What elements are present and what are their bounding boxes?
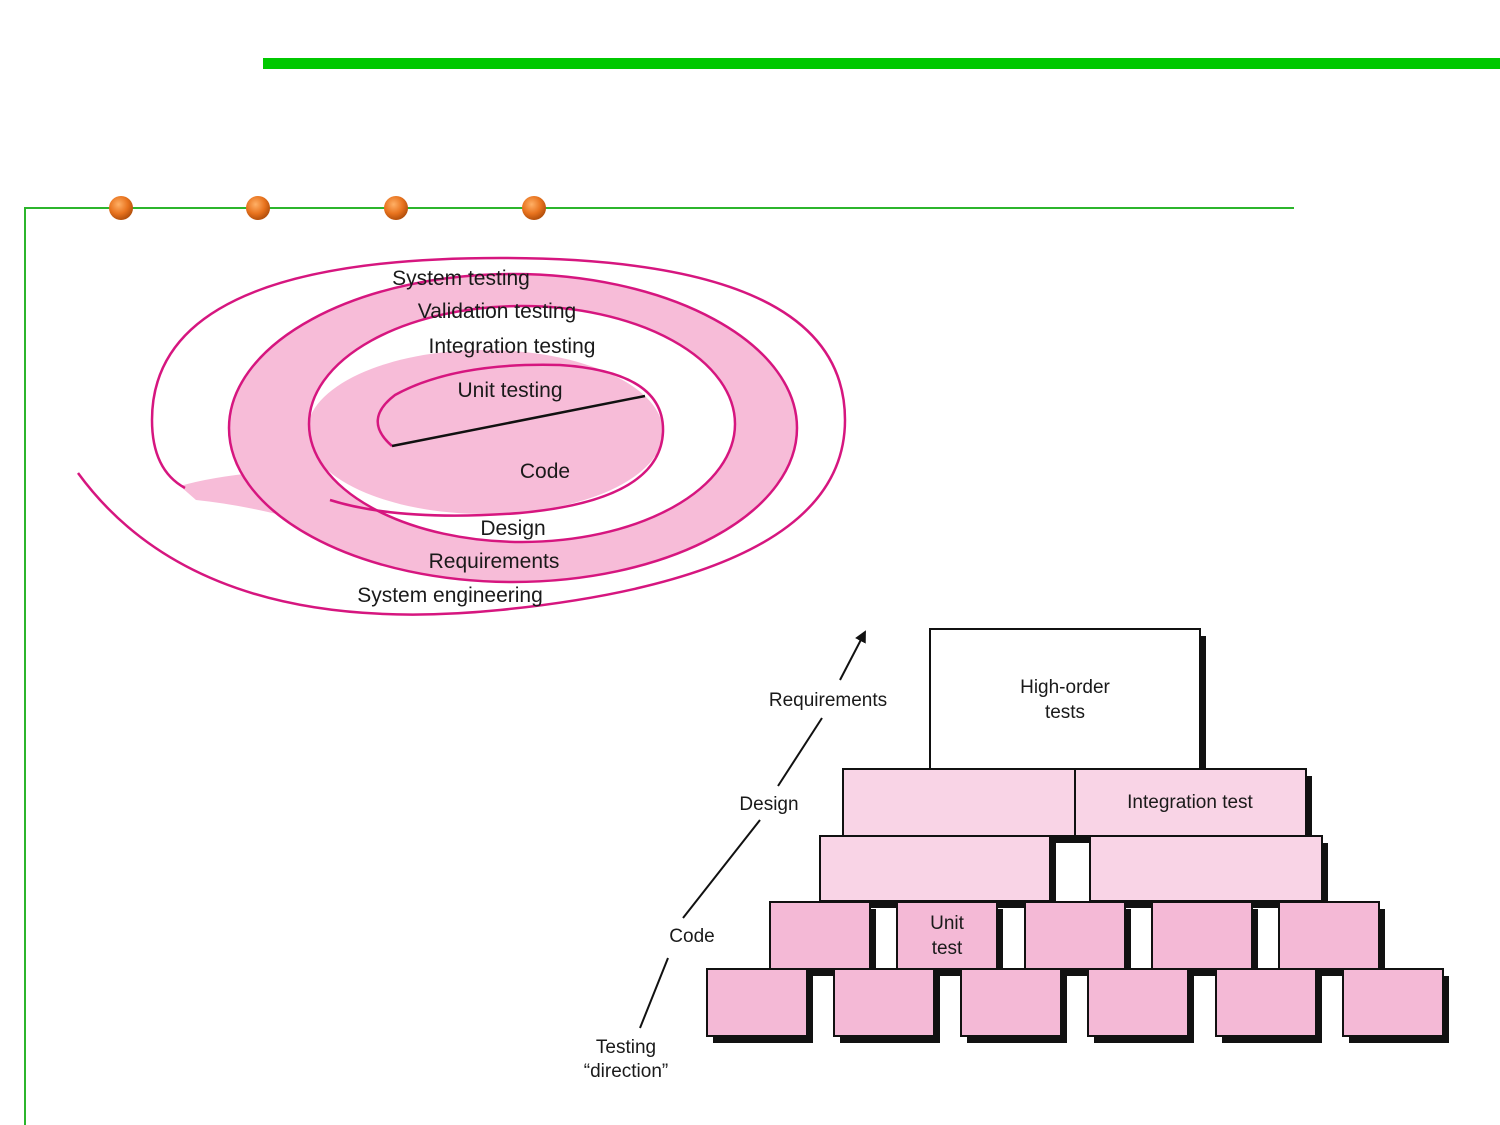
label-system-testing: System testing	[392, 267, 530, 290]
dot-icon	[522, 196, 546, 220]
label-requirements: Requirements	[429, 550, 560, 573]
label-system-engineering: System engineering	[357, 584, 543, 607]
spiral-inner-path	[329, 363, 665, 517]
direction-arrow-head-seg	[839, 630, 866, 681]
spiral-inner-fill	[307, 350, 663, 514]
unit-test-label-2: test	[932, 938, 963, 959]
high-order-tests-block	[929, 628, 1201, 770]
unit-test-block	[896, 901, 998, 970]
bottom-block	[706, 968, 808, 1037]
decorative-dots	[109, 196, 546, 220]
bottom-block	[1087, 968, 1189, 1037]
integration-block-row3-left	[819, 835, 1051, 902]
bottom-block	[1215, 968, 1317, 1037]
label-validation-testing: Validation testing	[418, 300, 576, 323]
header-bar	[263, 58, 1500, 69]
label-unit-testing: Unit testing	[457, 379, 562, 402]
bottom-block	[1342, 968, 1444, 1037]
test-pyramid: High-order tests Integration test Unit t…	[706, 628, 1449, 1043]
direction-label-testing: Testing	[596, 1037, 656, 1058]
spiral-outer-path	[76, 256, 847, 616]
direction-arrow-seg-3	[777, 717, 823, 787]
unit-block	[1151, 901, 1253, 970]
spiral-ring-2	[227, 272, 799, 584]
integration-block-left	[842, 768, 1076, 837]
bottom-block	[960, 968, 1062, 1037]
direction-arrow-seg-1	[639, 957, 669, 1029]
integration-block-row3-right	[1089, 835, 1323, 902]
testing-spiral: System testing Validation testing Integr…	[76, 256, 847, 616]
unit-row	[769, 901, 1385, 976]
label-design: Design	[480, 517, 545, 540]
high-order-label-2: tests	[1045, 702, 1085, 723]
unit-block	[1278, 901, 1380, 970]
dot-icon	[384, 196, 408, 220]
direction-arrow-seg-2	[682, 819, 761, 919]
high-order-label-1: High-order	[1020, 677, 1110, 698]
spiral-code-line	[391, 394, 646, 448]
direction-label-direction: “direction”	[584, 1061, 668, 1082]
spiral-ring-3	[307, 304, 737, 544]
bottom-row	[706, 968, 1449, 1043]
label-integration-testing: Integration testing	[429, 335, 596, 358]
direction-label-requirements: Requirements	[769, 690, 887, 711]
testing-direction: Requirements Design Code Testing “direct…	[584, 630, 887, 1082]
integration-test-label: Integration test	[1127, 792, 1253, 813]
direction-label-design: Design	[739, 794, 798, 815]
bottom-block	[833, 968, 935, 1037]
dot-icon	[246, 196, 270, 220]
unit-block	[769, 901, 871, 970]
integration-test-block	[1074, 768, 1307, 837]
unit-test-label-1: Unit	[930, 913, 965, 934]
dot-icon	[109, 196, 133, 220]
direction-label-code: Code	[669, 926, 714, 947]
unit-block	[1024, 901, 1126, 970]
label-code: Code	[520, 460, 570, 483]
